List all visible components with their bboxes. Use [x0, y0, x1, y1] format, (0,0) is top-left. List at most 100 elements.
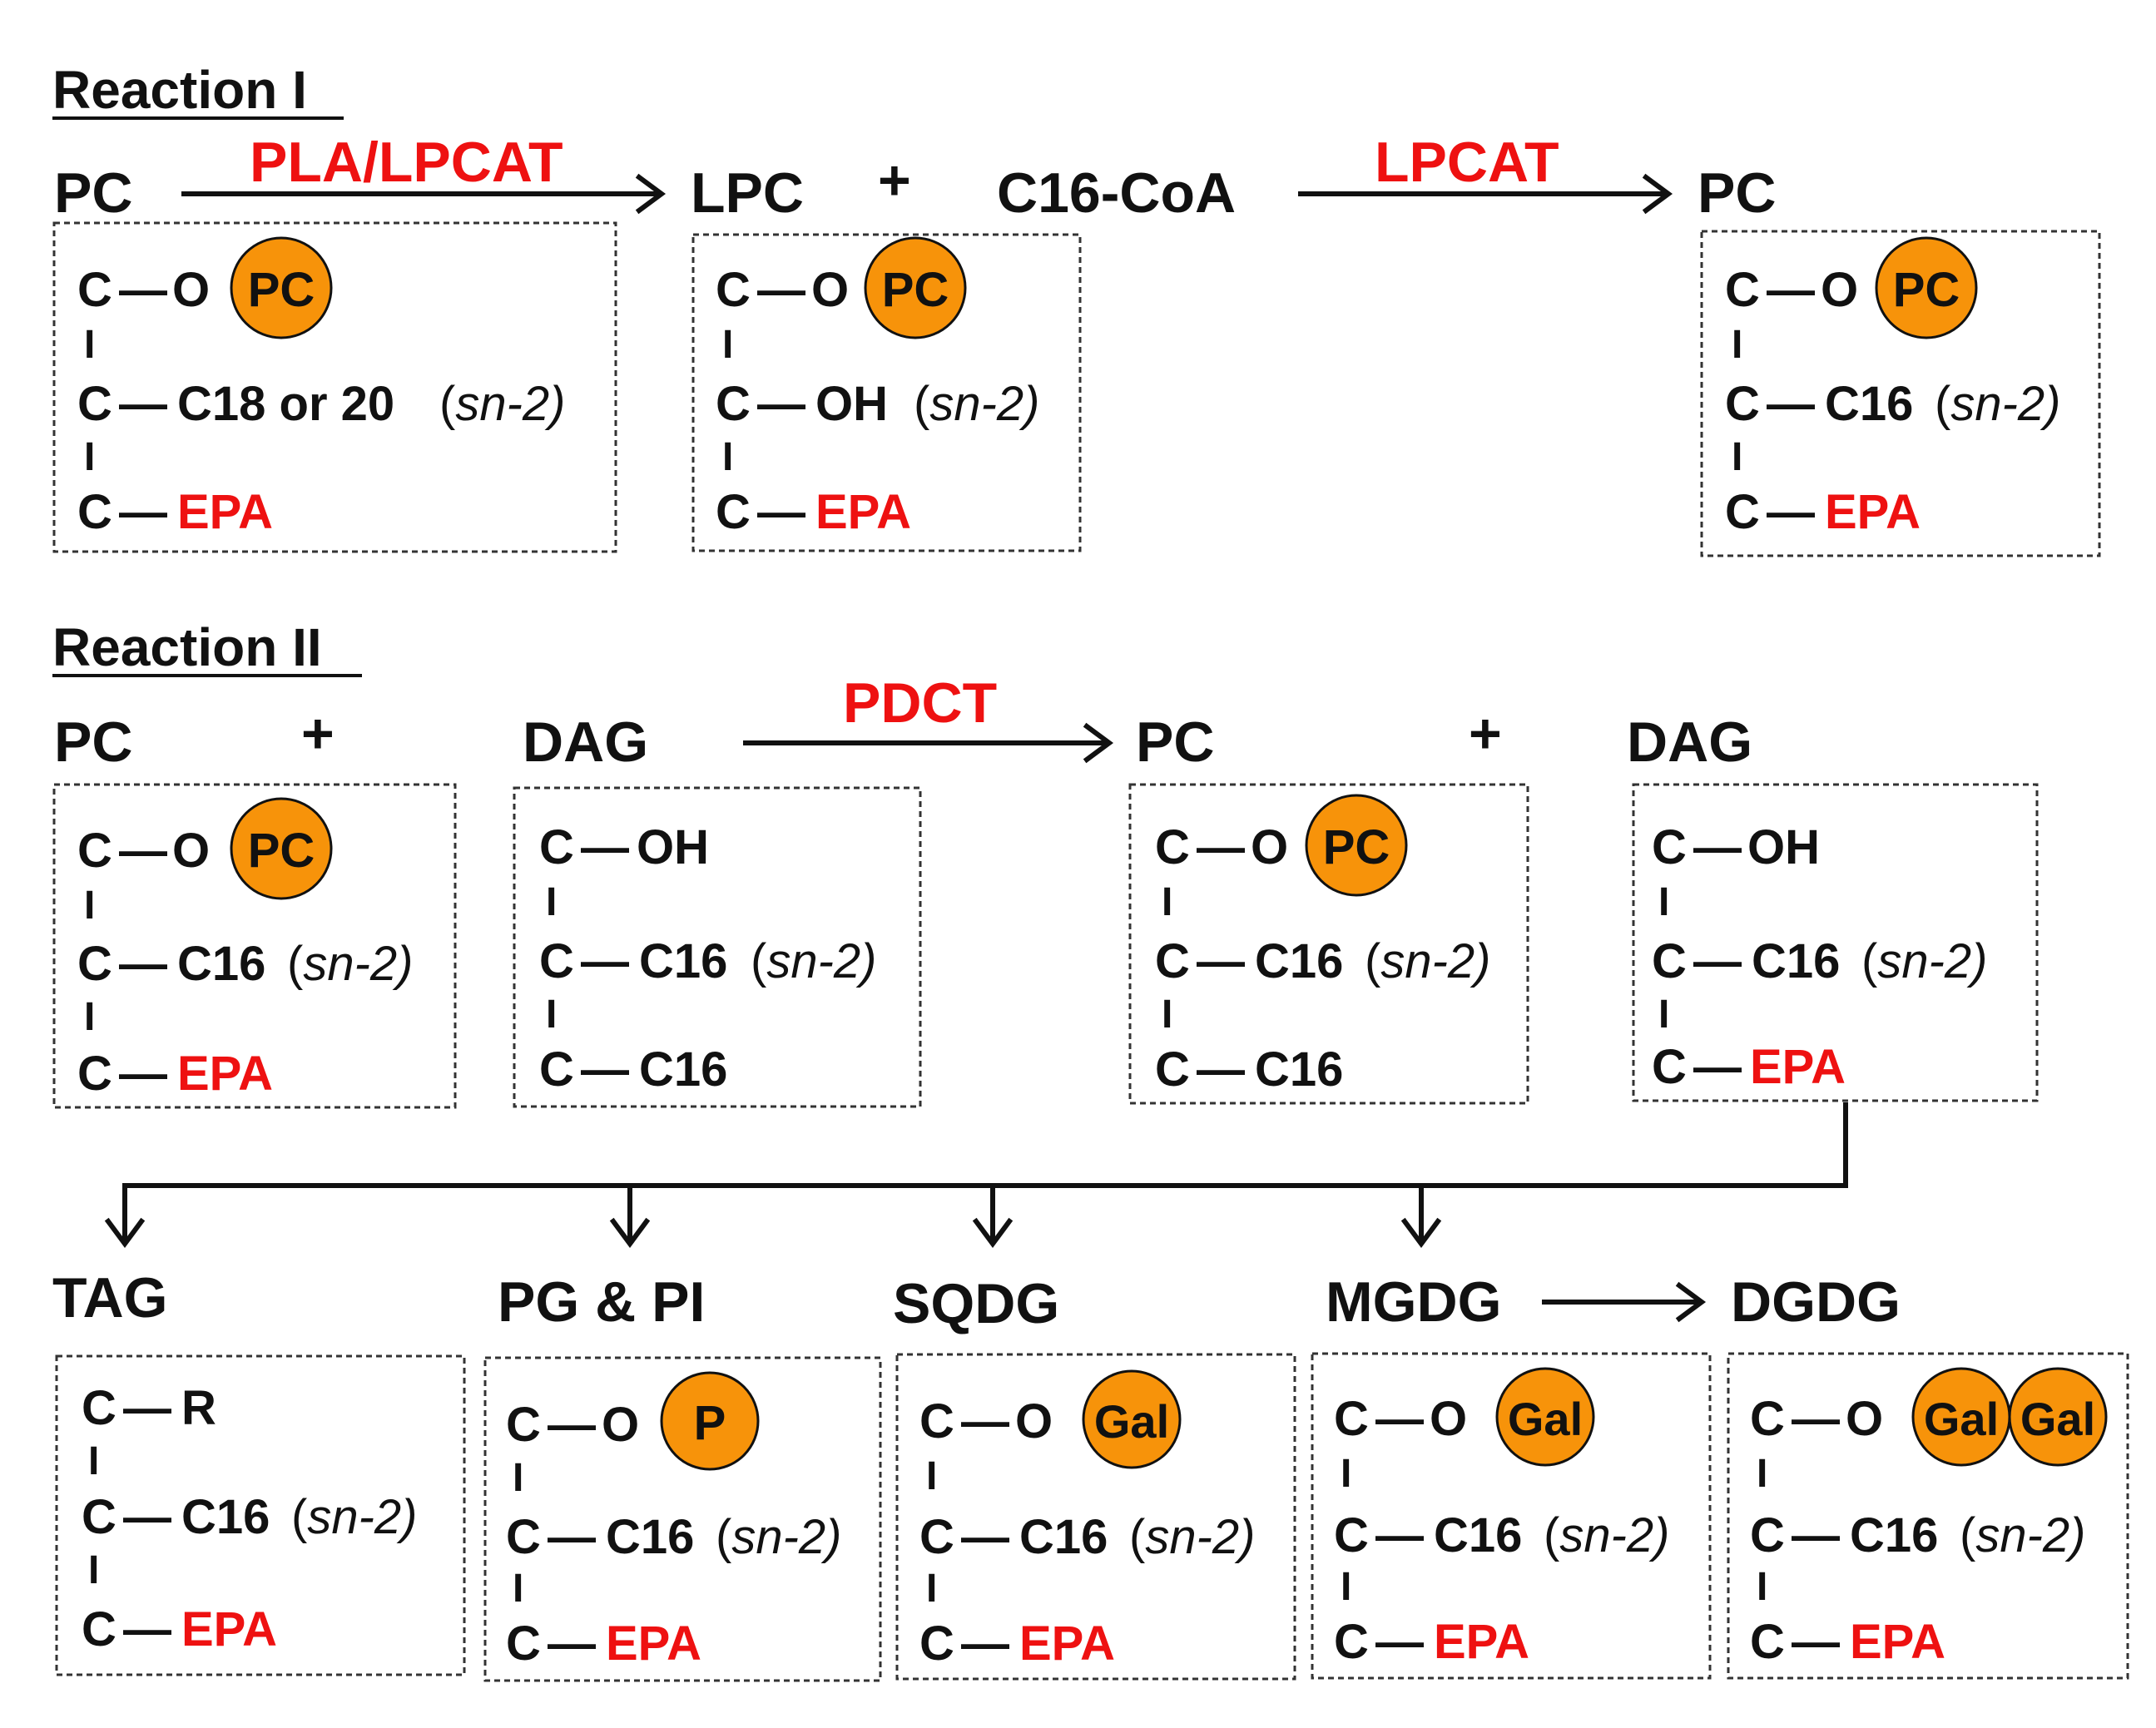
svg-text:EPA: EPA	[1019, 1617, 1115, 1671]
dgdg-structure: C — O Gal Gal I C — C16 (sn-2) I C — EPA	[1727, 1352, 2129, 1680]
r2-dag-product-structure: C — OH I C — C16 (sn-2) I C — EPA	[1632, 783, 2039, 1102]
svg-text:—: —	[961, 1394, 1009, 1448]
svg-text:Gal: Gal	[2020, 1393, 2095, 1445]
svg-text:C: C	[919, 1510, 954, 1564]
r1-lpc-label: LPC	[691, 161, 804, 225]
svg-text:C: C	[1750, 1392, 1785, 1446]
svg-text:C16: C16	[1825, 377, 1913, 431]
svg-text:C: C	[77, 824, 112, 878]
svg-text:(sn-2): (sn-2)	[1960, 1508, 2085, 1562]
svg-text:C16: C16	[1255, 1042, 1343, 1097]
svg-text:PC: PC	[248, 824, 315, 878]
svg-text:I: I	[1658, 993, 1669, 1037]
svg-text:C: C	[716, 377, 751, 431]
reaction-1-title: Reaction I	[52, 60, 307, 120]
svg-text:I: I	[1658, 880, 1669, 924]
svg-text:—: —	[1375, 1392, 1424, 1446]
product-dgdg-label: DGDG	[1731, 1270, 1901, 1334]
svg-text:I: I	[1162, 993, 1172, 1037]
svg-text:—: —	[123, 1381, 171, 1435]
r1-enzyme-lpcat: LPCAT	[1375, 131, 1559, 194]
r2-plus-1: +	[301, 702, 335, 765]
product-mgdg-label: MGDG	[1326, 1270, 1502, 1334]
svg-text:(sn-2): (sn-2)	[1129, 1510, 1255, 1564]
r1-pc-structure: C — O PC I C — C18 or 20 (sn-2) I C — EP…	[52, 221, 617, 553]
r2-arrow-head	[1083, 722, 1114, 764]
svg-text:C: C	[919, 1617, 954, 1671]
svg-text:(sn-2): (sn-2)	[751, 934, 876, 988]
r2-dag-product-label: DAG	[1627, 711, 1752, 774]
svg-text:—: —	[119, 263, 167, 317]
svg-text:Gal: Gal	[1924, 1393, 1999, 1445]
r2-pc-product-structure: C — O PC I C — C16 (sn-2) I C — C16	[1128, 783, 1529, 1105]
r2-enzyme-pdct: PDCT	[843, 671, 997, 735]
r2-dag-label: DAG	[523, 711, 648, 774]
svg-text:—: —	[1792, 1392, 1840, 1446]
reaction-2-title: Reaction II	[52, 617, 322, 677]
svg-text:C16: C16	[639, 934, 727, 988]
svg-text:EPA: EPA	[177, 1047, 273, 1101]
svg-text:—: —	[119, 937, 167, 991]
svg-text:I: I	[1757, 1452, 1767, 1496]
svg-text:C16: C16	[177, 937, 265, 991]
product-pgpi-label: PG & PI	[498, 1270, 705, 1334]
svg-text:I: I	[546, 880, 557, 924]
svg-text:(sn-2): (sn-2)	[1935, 377, 2060, 431]
svg-text:EPA: EPA	[1850, 1615, 1945, 1669]
r1-arrow-2-head	[1642, 173, 1673, 215]
svg-text:PC: PC	[1893, 263, 1960, 317]
pc-headgroup-icon	[1305, 794, 1408, 897]
mgdg-to-dgdg-arrow-head	[1675, 1281, 1707, 1323]
r1-pc-label: PC	[54, 161, 132, 225]
svg-text:—: —	[119, 377, 167, 431]
r1-lpc-structure: C — O PC I C — OH (sn-2) I C — EPA	[691, 233, 1082, 552]
svg-text:C: C	[77, 937, 112, 991]
svg-text:I: I	[1757, 1565, 1767, 1609]
r2-dag-structure: C — OH I C — C16 (sn-2) I C — C16	[513, 786, 922, 1108]
r2-pc-structure: C — O PC I C — C16 (sn-2) I C — EPA	[52, 783, 457, 1109]
svg-text:C16: C16	[1255, 934, 1343, 988]
pgpi-structure: C — O P I C — C16 (sn-2) I C — EPA	[483, 1356, 882, 1682]
svg-text:—: —	[581, 934, 629, 988]
svg-text:—: —	[757, 485, 805, 539]
svg-text:I: I	[84, 323, 95, 367]
svg-text:I: I	[546, 993, 557, 1037]
tag-structure: C — R I C — C16 (sn-2) I C — EPA	[55, 1354, 466, 1676]
svg-text:C: C	[539, 820, 574, 874]
svg-text:—: —	[123, 1602, 171, 1656]
svg-text:C: C	[82, 1490, 116, 1544]
svg-text:I: I	[722, 435, 733, 479]
svg-text:EPA: EPA	[1750, 1040, 1846, 1094]
svg-text:C16: C16	[1850, 1508, 1938, 1562]
svg-text:I: I	[926, 1454, 937, 1498]
svg-text:I: I	[1162, 880, 1172, 924]
svg-text:C18 or 20: C18 or 20	[177, 377, 394, 431]
svg-text:C: C	[1725, 263, 1760, 317]
svg-text:(sn-2): (sn-2)	[291, 1490, 417, 1544]
svg-text:—: —	[961, 1617, 1009, 1671]
r1-enzyme-pla-lpcat: PLA/LPCAT	[250, 131, 563, 194]
r2-pc-label: PC	[54, 711, 132, 774]
r2-plus-2: +	[1469, 702, 1502, 765]
svg-text:(sn-2): (sn-2)	[914, 377, 1039, 431]
svg-text:C16: C16	[181, 1490, 270, 1544]
svg-text:C: C	[82, 1602, 116, 1656]
svg-text:—: —	[581, 1042, 629, 1097]
svg-text:Gal: Gal	[1508, 1393, 1583, 1445]
svg-text:EPA: EPA	[177, 485, 273, 539]
svg-text:I: I	[513, 1456, 523, 1500]
svg-text:C: C	[506, 1510, 541, 1564]
svg-text:C: C	[506, 1617, 541, 1671]
svg-text:(sn-2): (sn-2)	[439, 377, 565, 431]
dag-distribution-arrows	[104, 1102, 1848, 1249]
svg-text:—: —	[1767, 377, 1815, 431]
svg-text:EPA: EPA	[606, 1617, 701, 1671]
svg-text:C: C	[77, 377, 112, 431]
svg-text:C: C	[82, 1381, 116, 1435]
r1-pc-product-label: PC	[1698, 161, 1776, 225]
svg-text:C: C	[1725, 377, 1760, 431]
svg-text:(sn-2): (sn-2)	[1861, 934, 1987, 988]
svg-text:O: O	[1430, 1392, 1467, 1446]
svg-text:O: O	[172, 824, 210, 878]
